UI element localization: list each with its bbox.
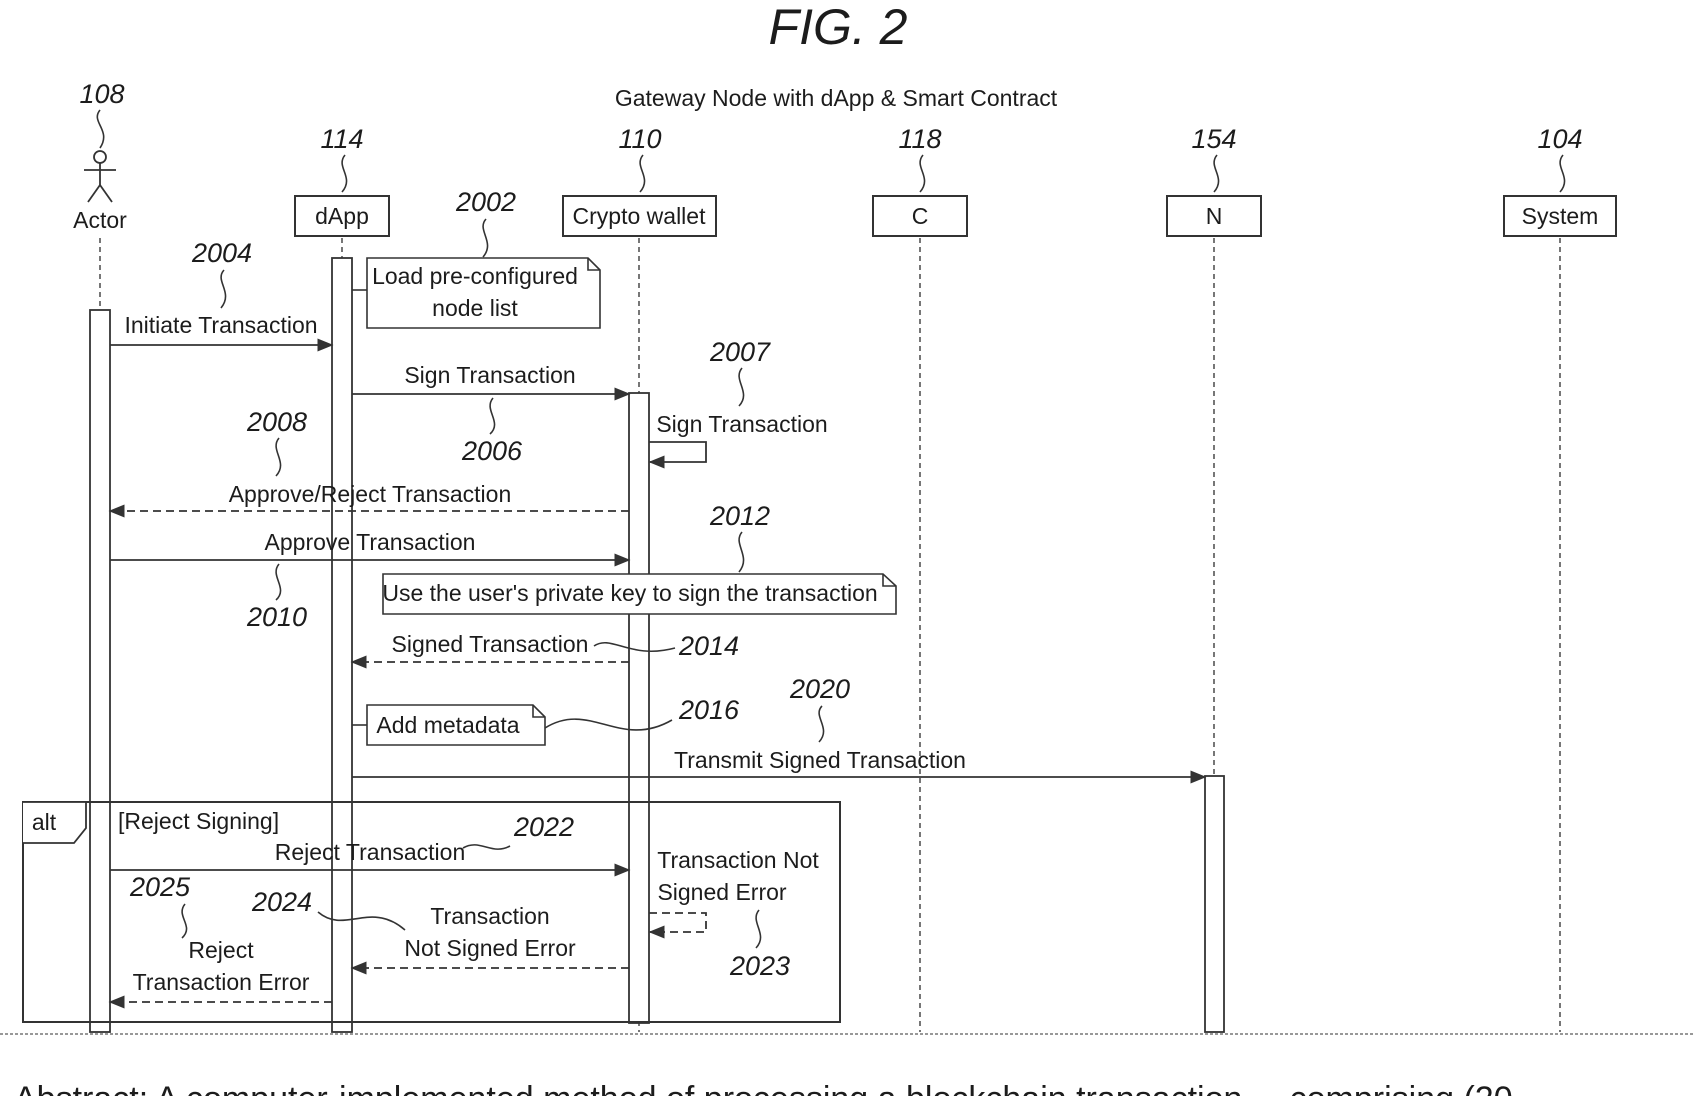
participant-crypto-wallet-label: Crypto wallet xyxy=(573,203,707,229)
leader-154 xyxy=(1214,155,1219,192)
activation-dapp xyxy=(332,258,352,1032)
leader-110 xyxy=(640,155,645,192)
note-2012-line-1: Use the user's private key to sign the t… xyxy=(382,580,877,606)
caption-fragment: Abstract: A computer-implemented method … xyxy=(14,1080,1513,1096)
leader-2006 xyxy=(490,398,495,434)
leader-2004 xyxy=(221,270,226,308)
ref-2022: 2022 xyxy=(513,812,574,842)
note-2002-line-1: Load pre-configured xyxy=(372,263,578,289)
leader-114 xyxy=(342,155,347,192)
msg-reject-transaction-label: Reject Transaction xyxy=(275,839,465,865)
leader-2020 xyxy=(819,706,824,742)
participant-n-label: N xyxy=(1206,203,1223,229)
msg-not-signed-self-line-1: Transaction Not xyxy=(657,847,819,873)
ref-110: 110 xyxy=(618,124,661,154)
leader-2023 xyxy=(756,910,761,948)
leader-2010 xyxy=(276,564,281,600)
ref-2024: 2024 xyxy=(251,887,312,917)
figure-title: FIG. 2 xyxy=(769,0,908,55)
ref-2004: 2004 xyxy=(191,238,252,268)
activation-crypto-wallet xyxy=(629,393,649,1023)
leader-2007 xyxy=(739,368,744,406)
ref-2007: 2007 xyxy=(709,337,771,367)
leader-2016 xyxy=(545,719,672,730)
msg-not-signed-self-arrow xyxy=(649,913,706,932)
leader-104 xyxy=(1560,155,1565,192)
participant-c-label: C xyxy=(912,203,929,229)
ref-2020: 2020 xyxy=(789,674,850,704)
leader-2008 xyxy=(276,438,281,476)
msg-signed-transaction-label: Signed Transaction xyxy=(392,631,589,657)
msg-self-sign-transaction-arrow xyxy=(649,442,706,462)
msg-self-sign-transaction-label: Sign Transaction xyxy=(656,411,827,437)
msg-transmit-signed-label: Transmit Signed Transaction xyxy=(674,747,966,773)
ref-2025: 2025 xyxy=(129,872,191,902)
ref-2002: 2002 xyxy=(455,187,516,217)
note-2016-line-1: Add metadata xyxy=(376,712,519,738)
ref-118: 118 xyxy=(898,124,941,154)
alt-guard-label: [Reject Signing] xyxy=(118,808,279,834)
activation-actor xyxy=(90,310,110,1032)
ref-2006: 2006 xyxy=(461,436,523,466)
ref-2016: 2016 xyxy=(678,695,740,725)
msg-sign-transaction-label: Sign Transaction xyxy=(404,362,575,388)
ref-108: 108 xyxy=(79,79,124,109)
alt-operator-label: alt xyxy=(32,809,57,835)
activation-n xyxy=(1205,776,1224,1032)
leader-108 xyxy=(97,110,103,148)
participant-actor-label: Actor xyxy=(73,207,127,233)
leader-2012 xyxy=(739,532,744,572)
msg-not-signed-line-1: Transaction xyxy=(430,903,549,929)
msg-approve-transaction-label: Approve Transaction xyxy=(265,529,476,555)
note-2002-line-2: node list xyxy=(432,295,518,321)
msg-not-signed-self-line-2: Signed Error xyxy=(657,879,786,905)
participant-dapp-label: dApp xyxy=(315,203,369,229)
leader-118 xyxy=(920,155,925,192)
actor-figure-icon xyxy=(84,151,116,202)
leader-2025 xyxy=(182,904,187,938)
ref-114: 114 xyxy=(320,124,363,154)
msg-not-signed-line-2: Not Signed Error xyxy=(404,935,576,961)
participant-system-label: System xyxy=(1522,203,1599,229)
ref-2008: 2008 xyxy=(246,407,307,437)
ref-2012: 2012 xyxy=(709,501,770,531)
ref-2014: 2014 xyxy=(678,631,739,661)
ref-154: 154 xyxy=(1191,124,1236,154)
ref-2023: 2023 xyxy=(729,951,790,981)
leader-2022 xyxy=(463,845,510,849)
msg-reject-error-line-1: Reject xyxy=(188,937,254,963)
leader-2002 xyxy=(483,219,488,257)
group-label: Gateway Node with dApp & Smart Contract xyxy=(615,85,1058,111)
leader-2024 xyxy=(318,912,405,930)
msg-reject-error-line-2: Transaction Error xyxy=(133,969,310,995)
ref-104: 104 xyxy=(1537,124,1582,154)
msg-approve-reject-label: Approve/Reject Transaction xyxy=(229,481,512,507)
msg-initiate-transaction-label: Initiate Transaction xyxy=(124,312,317,338)
ref-2010: 2010 xyxy=(246,602,307,632)
